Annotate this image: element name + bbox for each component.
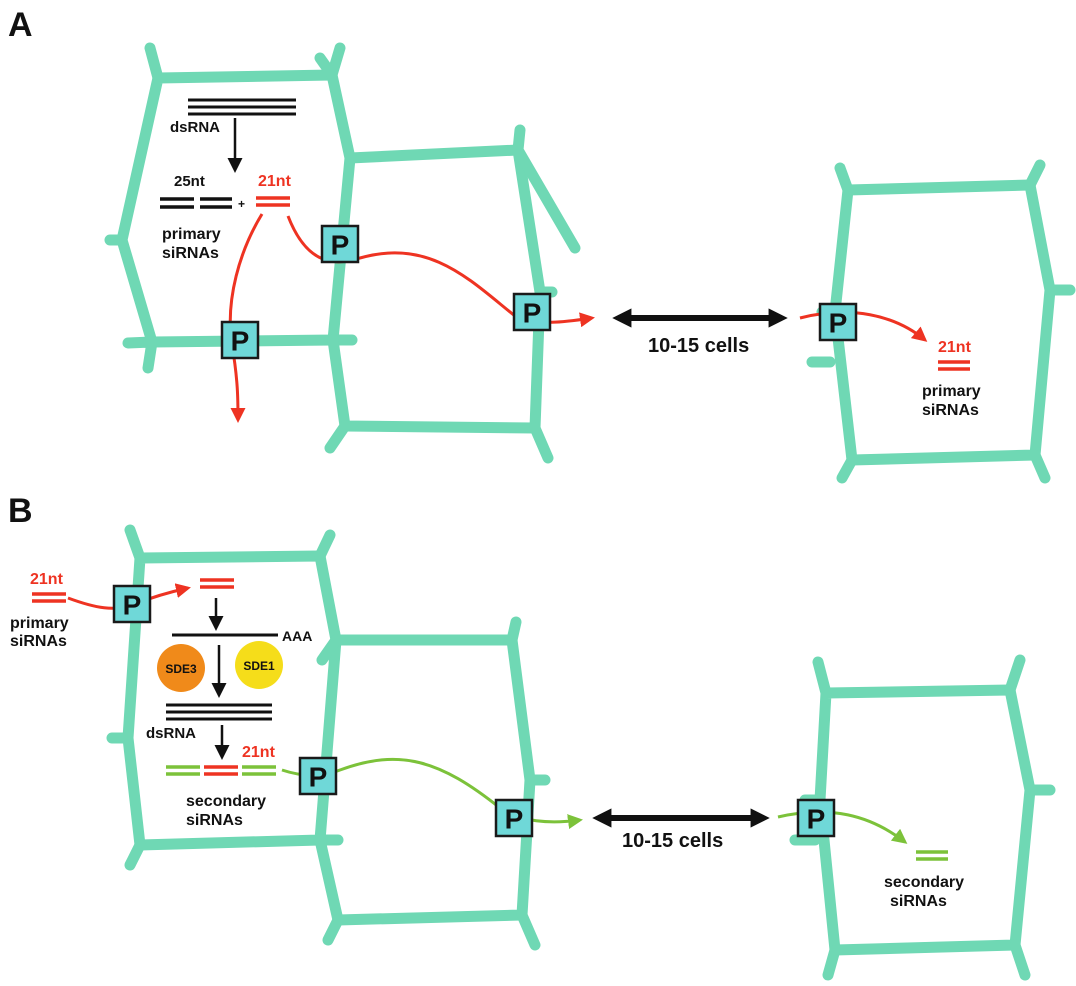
panel-b-distance-label: 10-15 cells — [622, 830, 723, 852]
panel-a-far-21nt-duplex — [938, 360, 970, 371]
panel-a-21nt-duplex — [256, 196, 290, 207]
panel-a-21nt-label: 21nt — [258, 173, 292, 190]
panel-b-sde3-label: SDE3 — [165, 662, 197, 676]
panel-a-plasmodesma-4-label: P — [829, 308, 848, 339]
panel-b-dsrna — [166, 703, 272, 721]
panel-a-far-movement-arrow — [799, 310, 928, 342]
panel-b-entered-21nt-duplex — [200, 578, 234, 589]
panel-b-plasmodesma-2-label: P — [309, 762, 328, 793]
panel-b-sde3: SDE3 — [157, 644, 205, 692]
panel-b-far-secondary-label-1: secondary — [884, 874, 964, 891]
panel-b-secondary-duplexes — [166, 765, 276, 776]
panel-a-cell-walls — [104, 42, 1076, 484]
panel-b-plasmodesma-2: P — [298, 756, 338, 796]
panel-b-far-secondary-duplex — [916, 850, 948, 861]
panel-a-plasmodesma-1-label: P — [331, 230, 350, 261]
panel-b-plasmodesma-3-label: P — [505, 804, 524, 835]
panel-a-plasmodesma-3: P — [512, 292, 552, 332]
panel-b-secondary-label-2: siRNAs — [186, 812, 243, 829]
panel-a-plasmodesma-3-label: P — [523, 298, 542, 329]
panel-b-in-primary-label-2: siRNAs — [10, 633, 67, 650]
panel-b-plasmodesma-4-label: P — [807, 804, 826, 835]
panel-b-sde1: SDE1 — [235, 641, 283, 689]
panel-b-far-movement-arrow — [777, 810, 908, 844]
panel-a-plasmodesma-2: P — [220, 320, 260, 360]
panel-a-label: A — [8, 6, 33, 44]
panel-a-plus: + — [238, 197, 245, 211]
panel-b-in-21nt-label: 21nt — [30, 571, 64, 588]
panel-a-far-21nt-label: 21nt — [938, 339, 972, 356]
panel-a-plasmodesma-4: P — [818, 302, 858, 342]
panel-b-polya-label: AAA — [282, 628, 312, 644]
panel-a-plasmodesma-2-label: P — [231, 326, 250, 357]
panel-b-plasmodesma-1-label: P — [123, 590, 142, 621]
panel-a-plasmodesma-1: P — [320, 224, 360, 264]
panel-a-distance-label: 10-15 cells — [648, 335, 749, 357]
panel-b-21nt-label: 21nt — [242, 744, 276, 761]
panel-b-label: B — [8, 492, 33, 530]
panel-a-primary-label-1: primary — [162, 226, 221, 243]
panel-a-primary-label-2: siRNAs — [162, 245, 219, 262]
panel-b-secondary-label-1: secondary — [186, 793, 266, 810]
panel-a-far-primary-label-1: primary — [922, 383, 981, 400]
panel-b-plasmodesma-1: P — [112, 584, 152, 624]
panel-b-in-primary-label-1: primary — [10, 615, 69, 632]
panel-b-sde1-label: SDE1 — [243, 659, 275, 673]
panel-a-dsrna-label: dsRNA — [170, 119, 220, 136]
panel-b-dsrna-label: dsRNA — [146, 725, 196, 742]
panel-a-25nt-duplexes — [160, 197, 232, 209]
panel-b-plasmodesma-3: P — [494, 798, 534, 838]
panel-b-in-21nt-duplex — [32, 592, 66, 603]
panel-a-far-primary-label-2: siRNAs — [922, 402, 979, 419]
panel-a-downward-movement-arrow — [228, 213, 264, 423]
panel-a-25nt-label: 25nt — [174, 173, 205, 190]
panel-b-far-secondary-label-2: siRNAs — [890, 893, 947, 910]
panel-a-dsrna — [188, 98, 296, 116]
panel-b-plasmodesma-4: P — [796, 798, 836, 838]
